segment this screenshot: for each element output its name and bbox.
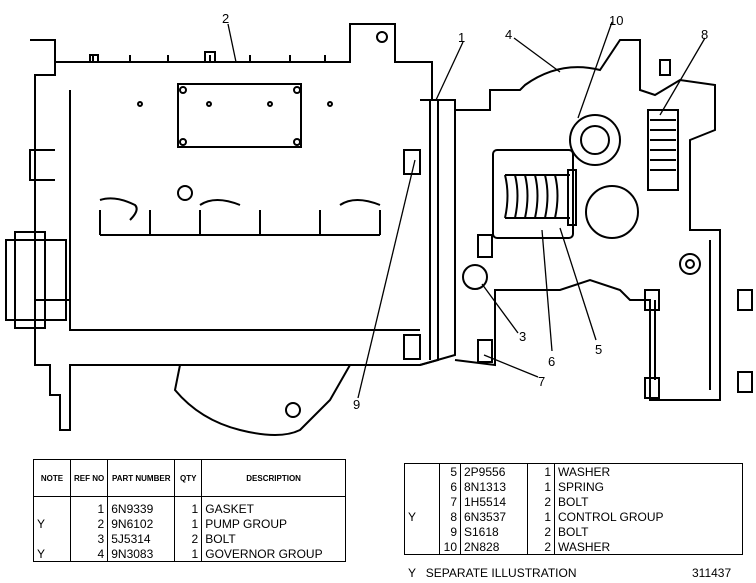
description-cell: BOLT [558, 494, 589, 509]
table-row: 9 S1618 2 BOLT [404, 524, 743, 539]
table-row: 5 2P9556 1 WASHER [404, 463, 743, 479]
callout-3: 3 [519, 329, 527, 344]
part-number-cell: 5J5314 [107, 531, 176, 546]
qty-cell: 1 [527, 509, 555, 524]
table-row: Y 2 9N6102 1 PUMP GROUP [33, 516, 346, 531]
part-number-cell: 6N3537 [460, 509, 528, 524]
ref-cell: 9 [439, 524, 461, 539]
description-cell: WASHER [558, 539, 611, 554]
callout-4: 4 [505, 27, 513, 42]
description-header: DESCRIPTION [201, 459, 346, 497]
callout-8: 8 [701, 27, 709, 42]
callout-10: 10 [609, 13, 624, 28]
part-number-cell: S1618 [460, 524, 528, 539]
table-header-row: NOTE REF NO PART NUMBER QTY DESCRIPTION [33, 459, 346, 497]
ref-cell: 5 [439, 463, 461, 479]
table-row: Y 4 9N3083 1 GOVERNOR GROUP [33, 546, 346, 562]
parts-list-table-right: 5 2P9556 1 WASHER 6 8N1313 1 SPRING 7 1H… [404, 463, 743, 555]
table-row: 1 6N9339 1 GASKET [33, 496, 346, 516]
governor-housing [454, 39, 753, 401]
table-row: Y 8 6N3537 1 CONTROL GROUP [404, 509, 743, 524]
qty-cell: 2 [174, 531, 203, 546]
description-cell: GOVERNOR GROUP [205, 546, 323, 561]
qty-cell: 1 [174, 516, 203, 531]
separate-illustration-legend: Y SEPARATE ILLUSTRATION [408, 566, 577, 580]
qty-cell: 1 [527, 479, 555, 494]
qty-cell: 1 [174, 496, 203, 516]
callout-6: 6 [548, 354, 556, 369]
note-header: NOTE [33, 459, 71, 497]
pump-housing [5, 23, 439, 436]
parts-list-table-left: NOTE REF NO PART NUMBER QTY DESCRIPTION … [33, 459, 346, 562]
qty-cell: 2 [527, 524, 555, 539]
part-number-cell: 1H5514 [460, 494, 528, 509]
table-row: 6 8N1313 1 SPRING [404, 479, 743, 494]
part-number-cell: 2P9556 [460, 463, 528, 479]
part-number-header: PART NUMBER [107, 459, 176, 497]
part-number-cell: 6N9339 [107, 496, 176, 516]
ref-cell: 8 [439, 509, 461, 524]
qty-cell: 1 [527, 463, 555, 479]
note-cell: Y [33, 516, 71, 531]
note-cell: Y [33, 546, 71, 562]
part-number-cell: 2N828 [460, 539, 528, 555]
exploded-parts-drawing [5, 21, 753, 436]
ref-no-header: REF NO [70, 459, 109, 497]
callout-5: 5 [595, 342, 603, 357]
table-row: 3 5J5314 2 BOLT [33, 531, 346, 546]
ref-cell: 3 [70, 531, 109, 546]
leader-lines [227, 21, 706, 399]
ref-cell: 7 [439, 494, 461, 509]
note-cell: Y [404, 509, 440, 524]
callout-2: 2 [222, 11, 230, 26]
gasket-plate [403, 99, 493, 366]
part-number-cell: 8N1313 [460, 479, 528, 494]
description-cell: PUMP GROUP [205, 516, 288, 531]
qty-cell: 2 [527, 539, 555, 555]
note-cell [33, 531, 71, 546]
table-row: 10 2N828 2 WASHER [404, 539, 743, 555]
ref-cell: 1 [70, 496, 109, 516]
callout-7: 7 [538, 374, 546, 389]
qty-cell: 1 [174, 546, 203, 562]
callout-9: 9 [353, 397, 361, 412]
ref-cell: 4 [70, 546, 109, 562]
description-cell: CONTROL GROUP [558, 509, 664, 524]
note-cell [404, 479, 440, 494]
description-cell: BOLT [558, 524, 589, 539]
description-cell: WASHER [558, 464, 611, 479]
note-cell [404, 494, 440, 509]
callout-1: 1 [458, 30, 466, 45]
part-number-cell: 9N6102 [107, 516, 176, 531]
ref-cell: 6 [439, 479, 461, 494]
note-cell [404, 539, 440, 555]
qty-header: QTY [174, 459, 203, 497]
illustration-code: 311437 [692, 566, 732, 580]
note-cell [404, 463, 440, 479]
description-cell: SPRING [558, 479, 605, 494]
description-cell: BOLT [205, 531, 236, 546]
qty-cell: 2 [527, 494, 555, 509]
table-row: 7 1H5514 2 BOLT [404, 494, 743, 509]
ref-cell: 10 [439, 539, 461, 555]
ref-cell: 2 [70, 516, 109, 531]
description-cell: GASKET [205, 501, 254, 516]
note-cell [404, 524, 440, 539]
part-number-cell: 9N3083 [107, 546, 176, 562]
note-cell [33, 496, 71, 516]
